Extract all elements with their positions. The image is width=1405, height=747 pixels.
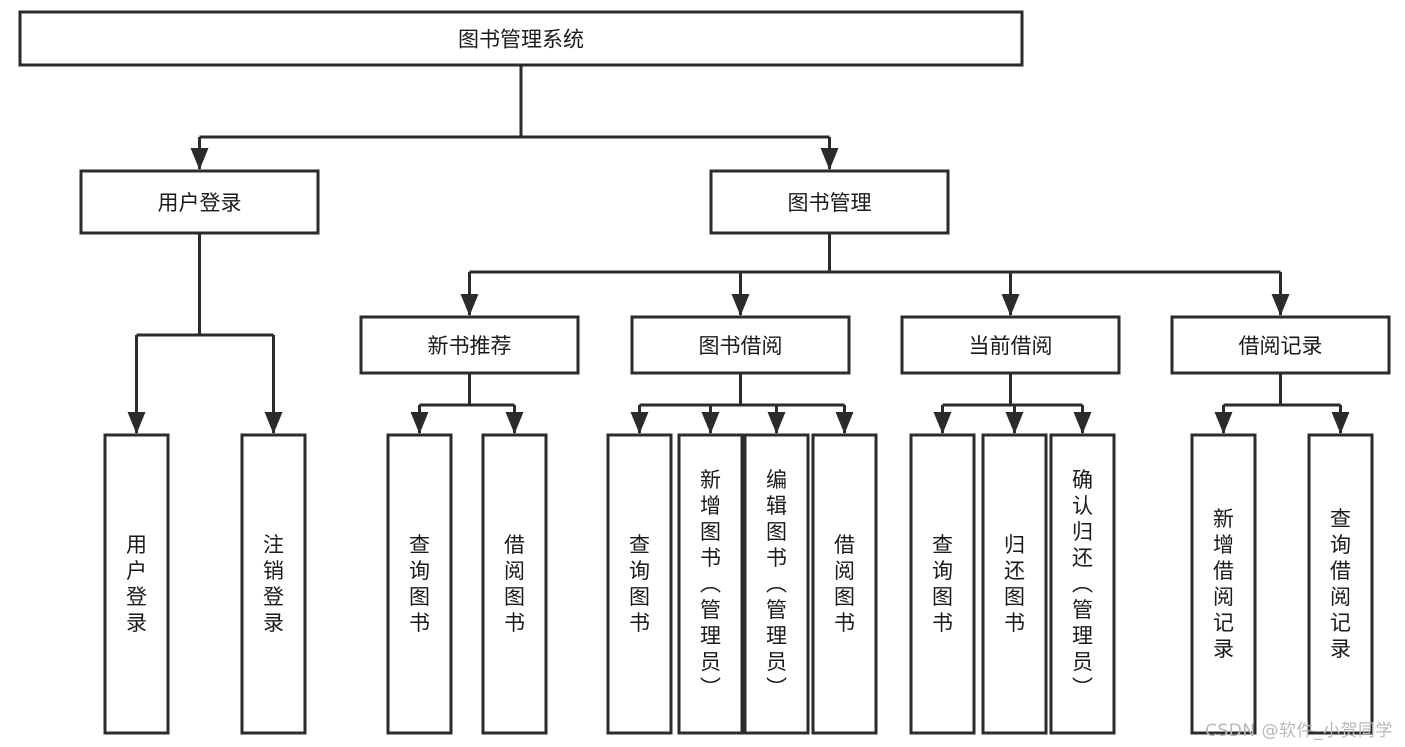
arrow-head-icon <box>505 412 524 434</box>
node-label: 查询图书 <box>409 533 430 635</box>
node-leaf-add-book-admin[interactable]: 新增图书︵管理员︶ <box>677 433 744 735</box>
arrow-head-icon <box>1214 412 1233 434</box>
node-box[interactable] <box>900 315 1121 375</box>
node-label: 归还图书 <box>1004 533 1025 635</box>
node-label: 新增借阅记录 <box>1213 507 1234 661</box>
node-box[interactable] <box>103 433 170 735</box>
node-box[interactable] <box>481 433 548 735</box>
node-root-book-management-system[interactable]: 图书管理系统 <box>18 10 1024 67</box>
node-box[interactable] <box>709 169 950 235</box>
node-box[interactable] <box>1049 433 1116 735</box>
node-label: 借阅图书 <box>504 533 525 635</box>
node-box[interactable] <box>630 315 851 375</box>
node-box[interactable] <box>811 433 878 735</box>
node-leaf-query-book-borrow[interactable]: 查询图书 <box>606 433 673 735</box>
arrow-head-icon <box>835 412 854 434</box>
arrow-head-icon <box>1331 412 1350 434</box>
node-label: 编辑图书︵管理员︶ <box>766 468 787 700</box>
node-leaf-user-login[interactable]: 用户登录 <box>103 433 170 735</box>
arrow-head-icon <box>1001 294 1020 316</box>
node-box[interactable] <box>1170 315 1391 375</box>
node-box[interactable] <box>240 433 307 735</box>
node-label: 图书管理系统 <box>458 28 584 52</box>
node-label: 用户登录 <box>158 191 242 215</box>
node-box[interactable] <box>1190 433 1257 735</box>
node-label: 当前借阅 <box>969 334 1053 358</box>
arrow-head-icon <box>731 294 750 316</box>
node-leaf-query-book-rec[interactable]: 查询图书 <box>386 433 453 735</box>
node-box[interactable] <box>79 169 320 235</box>
node-box[interactable] <box>1307 433 1374 735</box>
node-leaf-borrow-book[interactable]: 借阅图书 <box>811 433 878 735</box>
arrow-head-icon <box>1271 294 1290 316</box>
arrow-head-icon <box>460 294 479 316</box>
csdn-watermark: CSDN @软件_小贺同学 <box>1205 721 1393 741</box>
node-book-management[interactable]: 图书管理 <box>709 169 950 235</box>
node-label: 借阅图书 <box>834 533 855 635</box>
arrow-head-icon <box>410 412 429 434</box>
node-leaf-add-borrow-record[interactable]: 新增借阅记录 <box>1190 433 1257 735</box>
node-leaf-query-book-current[interactable]: 查询图书 <box>909 433 976 735</box>
arrow-head-icon <box>630 412 649 434</box>
node-borrow-record[interactable]: 借阅记录 <box>1170 315 1391 375</box>
node-leaf-confirm-return-admin[interactable]: 确认归还︵管理员︶ <box>1049 433 1116 735</box>
arrow-head-icon <box>127 412 146 434</box>
node-label: 新书推荐 <box>428 334 512 358</box>
node-label: 借阅记录 <box>1239 334 1323 358</box>
node-leaf-query-borrow-record[interactable]: 查询借阅记录 <box>1307 433 1374 735</box>
arrow-head-icon <box>767 412 786 434</box>
node-leaf-user-logout[interactable]: 注销登录 <box>240 433 307 735</box>
arrow-head-icon <box>820 148 839 170</box>
node-label: 新增图书︵管理员︶ <box>700 468 721 700</box>
node-leaf-return-book[interactable]: 归还图书 <box>981 433 1048 735</box>
node-box[interactable] <box>981 433 1048 735</box>
node-box[interactable] <box>909 433 976 735</box>
node-book-borrow[interactable]: 图书借阅 <box>630 315 851 375</box>
node-leaf-borrow-book-rec[interactable]: 借阅图书 <box>481 433 548 735</box>
node-box[interactable] <box>18 10 1024 67</box>
arrow-head-icon <box>1005 412 1024 434</box>
node-box[interactable] <box>606 433 673 735</box>
node-label: 确认归还︵管理员︶ <box>1072 468 1093 700</box>
node-label: 查询图书 <box>932 533 953 635</box>
node-label: 图书借阅 <box>699 334 783 358</box>
node-label: 图书管理 <box>788 191 872 215</box>
node-box[interactable] <box>743 433 810 735</box>
arrow-head-icon <box>933 412 952 434</box>
node-box[interactable] <box>677 433 744 735</box>
arrow-head-icon <box>264 412 283 434</box>
arrow-head-icon <box>701 412 720 434</box>
arrow-head-icon <box>1073 412 1092 434</box>
node-label: 注销登录 <box>263 533 284 635</box>
node-label: 查询借阅记录 <box>1330 507 1351 661</box>
node-leaf-edit-book-admin[interactable]: 编辑图书︵管理员︶ <box>743 433 810 735</box>
node-box[interactable] <box>386 433 453 735</box>
node-label: 用户登录 <box>126 533 147 635</box>
node-current-borrow[interactable]: 当前借阅 <box>900 315 1121 375</box>
node-new-book-recommend[interactable]: 新书推荐 <box>359 315 580 375</box>
node-user-login[interactable]: 用户登录 <box>79 169 320 235</box>
node-label: 查询图书 <box>629 533 650 635</box>
arrow-head-icon <box>190 148 209 170</box>
node-box[interactable] <box>359 315 580 375</box>
